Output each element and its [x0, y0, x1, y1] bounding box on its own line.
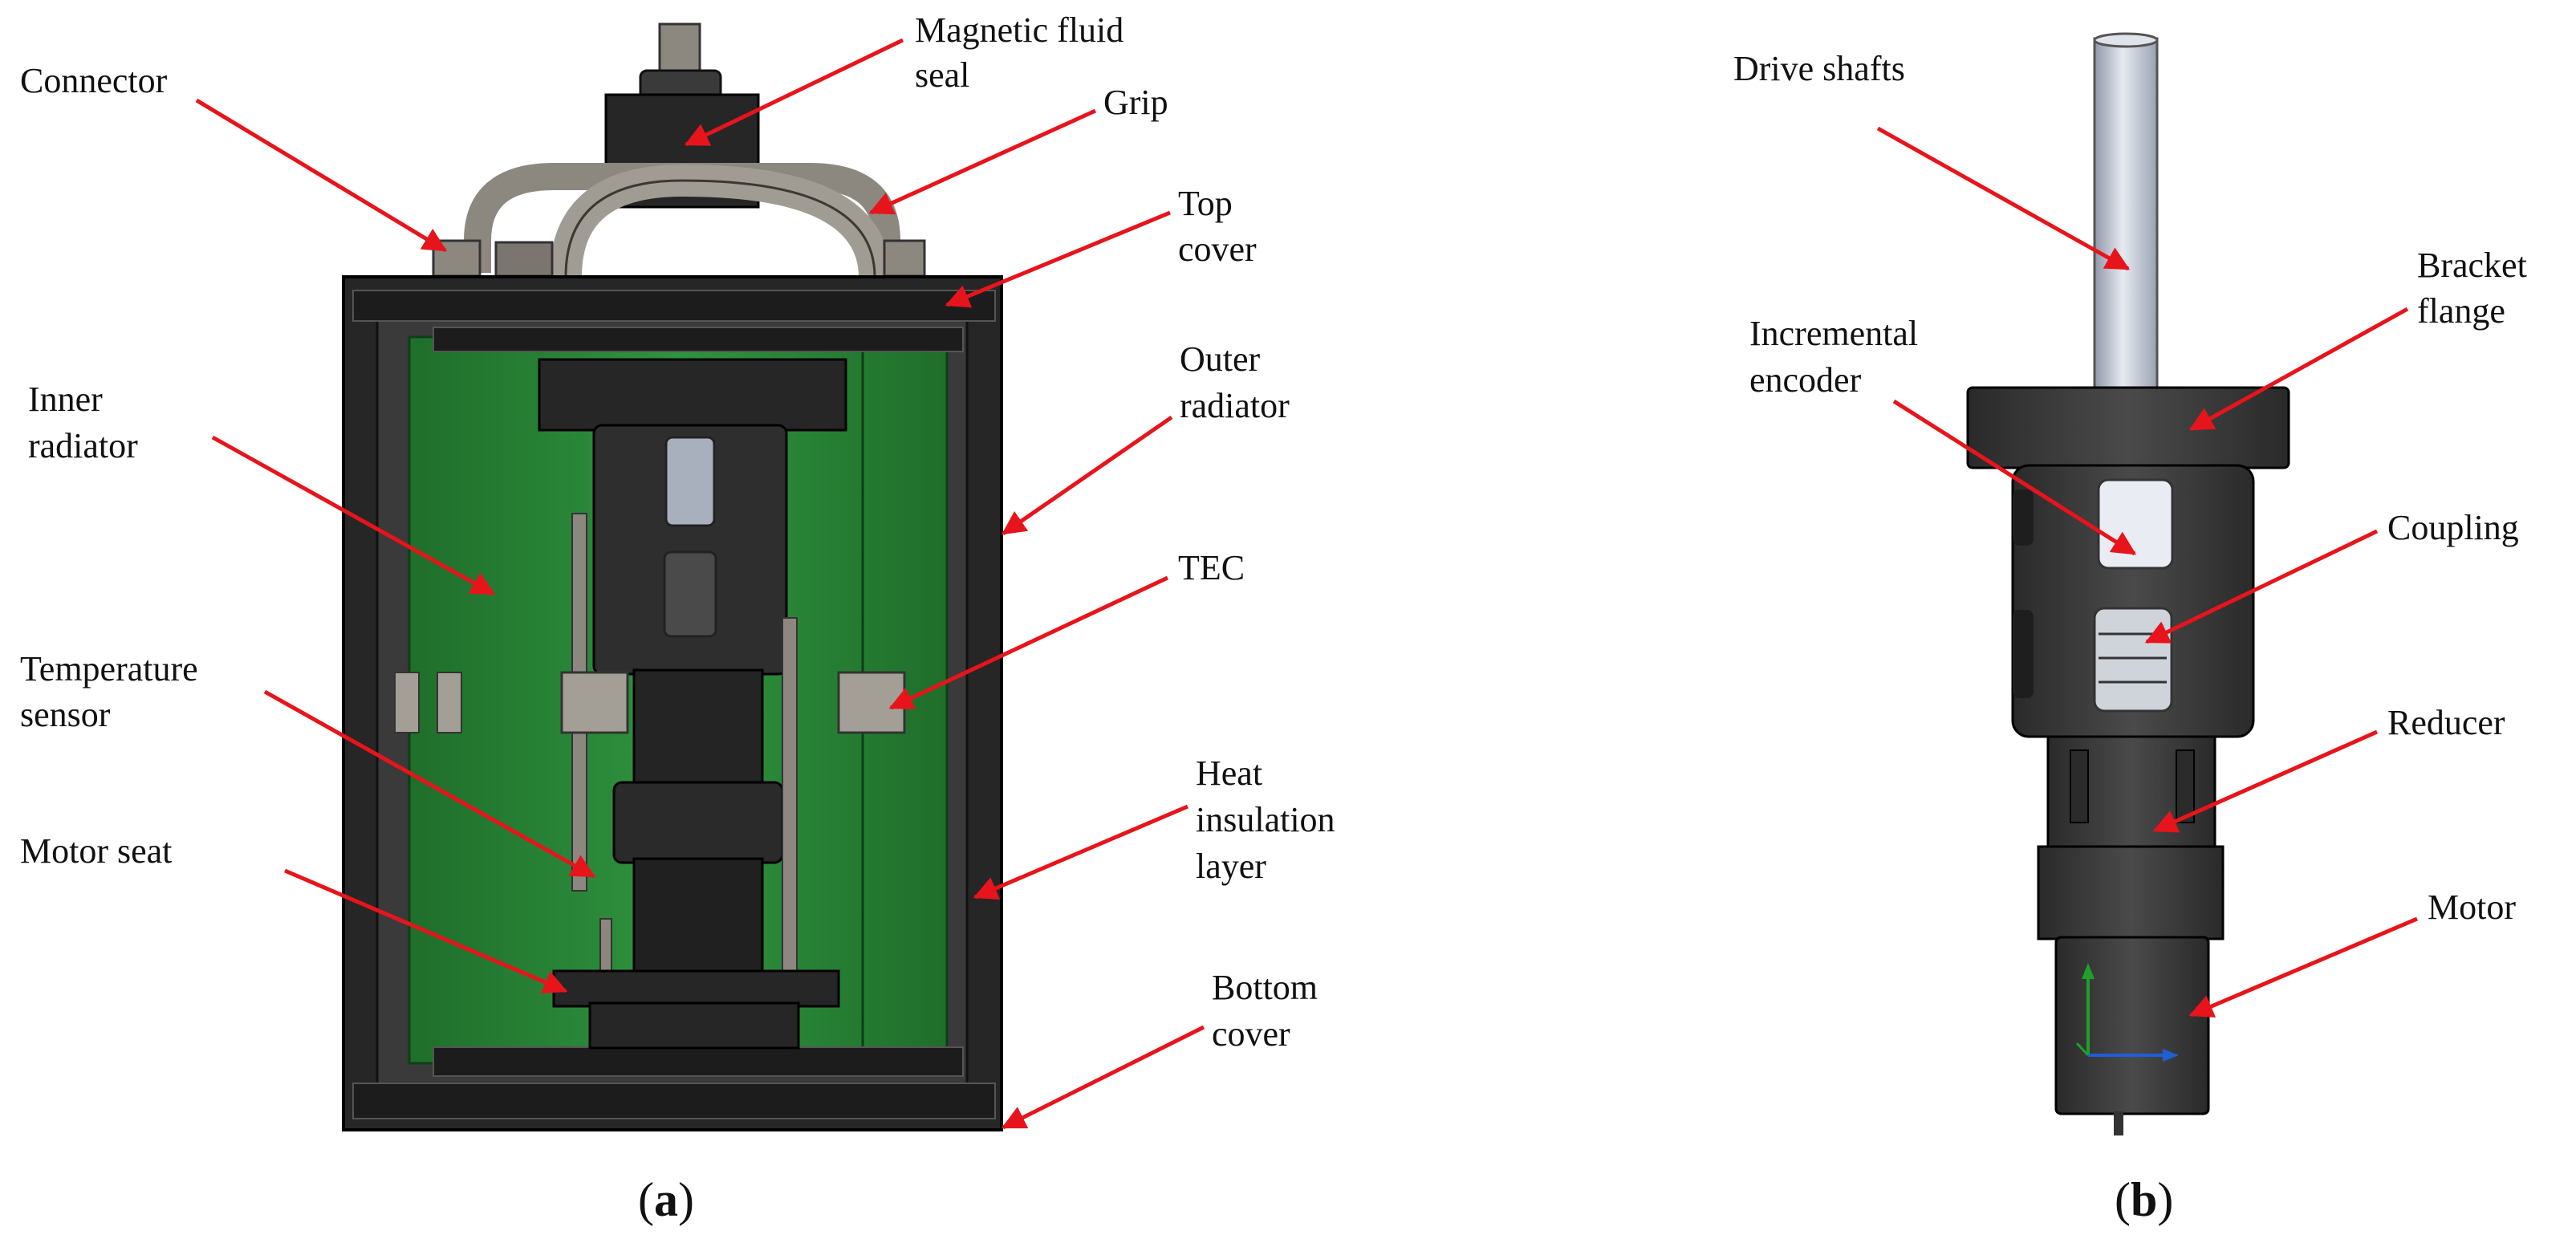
arrow-drive-shafts: [1876, 126, 2131, 271]
drive-shaft: [2093, 37, 2159, 393]
arrow-outer-radiator: [1001, 415, 1173, 536]
caption-a: (a): [638, 1173, 694, 1226]
caption-b: (b): [2115, 1173, 2173, 1226]
arrow-grip: [868, 108, 1097, 215]
tec-left: [560, 671, 629, 734]
label-reducer: Reducer: [2387, 703, 2505, 742]
motor-body: [2054, 936, 2210, 1115]
motor-seat: [552, 969, 840, 1008]
label-connector: Connector: [20, 61, 168, 100]
label-motor-seat: Motor seat: [20, 831, 172, 871]
arrow-reducer: [2152, 729, 2379, 833]
arrow-inner-radiator: [211, 435, 496, 596]
panel-a-arrows: [195, 38, 1205, 1130]
arrow-incremental-encoder: [1892, 399, 2137, 556]
coupling: [2093, 607, 2173, 713]
arrow-heat-insulation-layer: [973, 804, 1188, 900]
label-coupling: Coupling: [2387, 508, 2519, 547]
panel-b-arrows: [1876, 126, 2418, 1018]
temperature-sensor: [599, 918, 612, 976]
arrow-magnetic-fluid-seal: [684, 38, 904, 147]
arrow-bracket-flange: [2188, 307, 2409, 432]
arrow-top-cover: [945, 210, 1171, 308]
arrow-motor-seat: [284, 868, 568, 993]
label-grip: Grip: [1103, 83, 1168, 122]
connector-right: [883, 239, 926, 278]
incremental-encoder: [2097, 478, 2174, 570]
arrow-temperature-sensor: [263, 689, 596, 879]
label-tec: TEC: [1178, 548, 1245, 587]
label-motor: Motor: [2428, 888, 2516, 927]
bottom-cover: [352, 1083, 996, 1119]
connector-mid: [494, 241, 554, 278]
label-drive-shafts: Drive shafts: [1733, 49, 1905, 88]
top-cover: [352, 290, 996, 322]
arrow-motor: [2188, 916, 2418, 1018]
tec-right: [837, 671, 906, 734]
arrow-coupling: [2144, 529, 2379, 644]
arrow-bottom-cover: [1001, 1025, 1205, 1130]
arrow-connector: [195, 98, 448, 253]
panel-b-drawing: [1966, 32, 2290, 1135]
panel-a-drawing: [342, 22, 1003, 1131]
axis-triad-icon: [2075, 963, 2179, 1062]
arrow-tec: [888, 575, 1169, 710]
